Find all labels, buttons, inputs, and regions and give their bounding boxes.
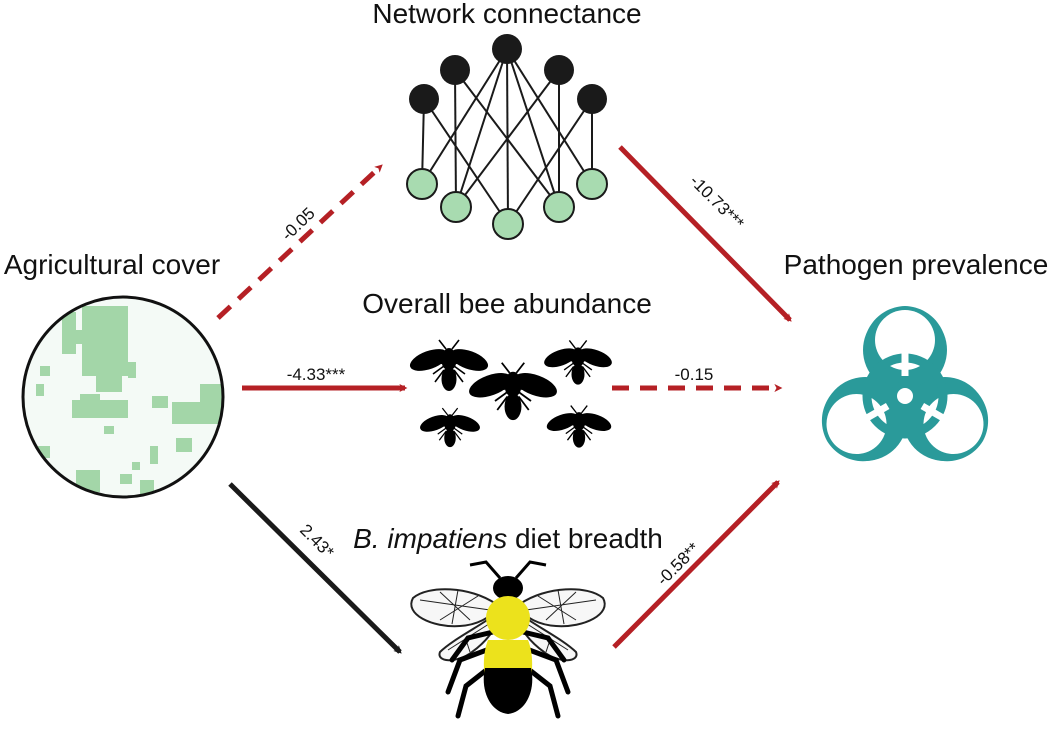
label-diet-breadth-rest: diet breadth	[507, 523, 663, 554]
label-overall-bee-abundance: Overall bee abundance	[362, 288, 652, 319]
biohazard-icon	[821, 306, 989, 462]
coef-cover-abundance: -4.33***	[287, 365, 346, 384]
label-diet-breadth: B. impatiens diet breadth	[353, 523, 663, 554]
arrows	[216, 145, 792, 654]
arrow-cover-to-connectance	[216, 164, 383, 320]
arrow-diet-breadth-to-pathogen	[612, 480, 780, 649]
label-pathogen-prevalence: Pathogen prevalence	[784, 249, 1049, 280]
arrow-cover-to-diet-breadth	[228, 482, 402, 654]
label-diet-breadth-species: B. impatiens	[353, 523, 507, 554]
arrow-connectance-to-pathogen	[618, 145, 792, 322]
bipartite-network-icon	[406, 34, 608, 240]
label-agricultural-cover: Agricultural cover	[4, 249, 220, 280]
label-network-connectance: Network connectance	[372, 0, 641, 29]
bee-silhouettes-icon	[409, 339, 613, 449]
coef-cover-connectance: -0.05	[278, 204, 319, 245]
agricultural-landscape-map-icon	[21, 295, 225, 499]
bumblebee-icon	[410, 560, 606, 719]
coef-abundance-pathogen: -0.15	[675, 365, 714, 384]
